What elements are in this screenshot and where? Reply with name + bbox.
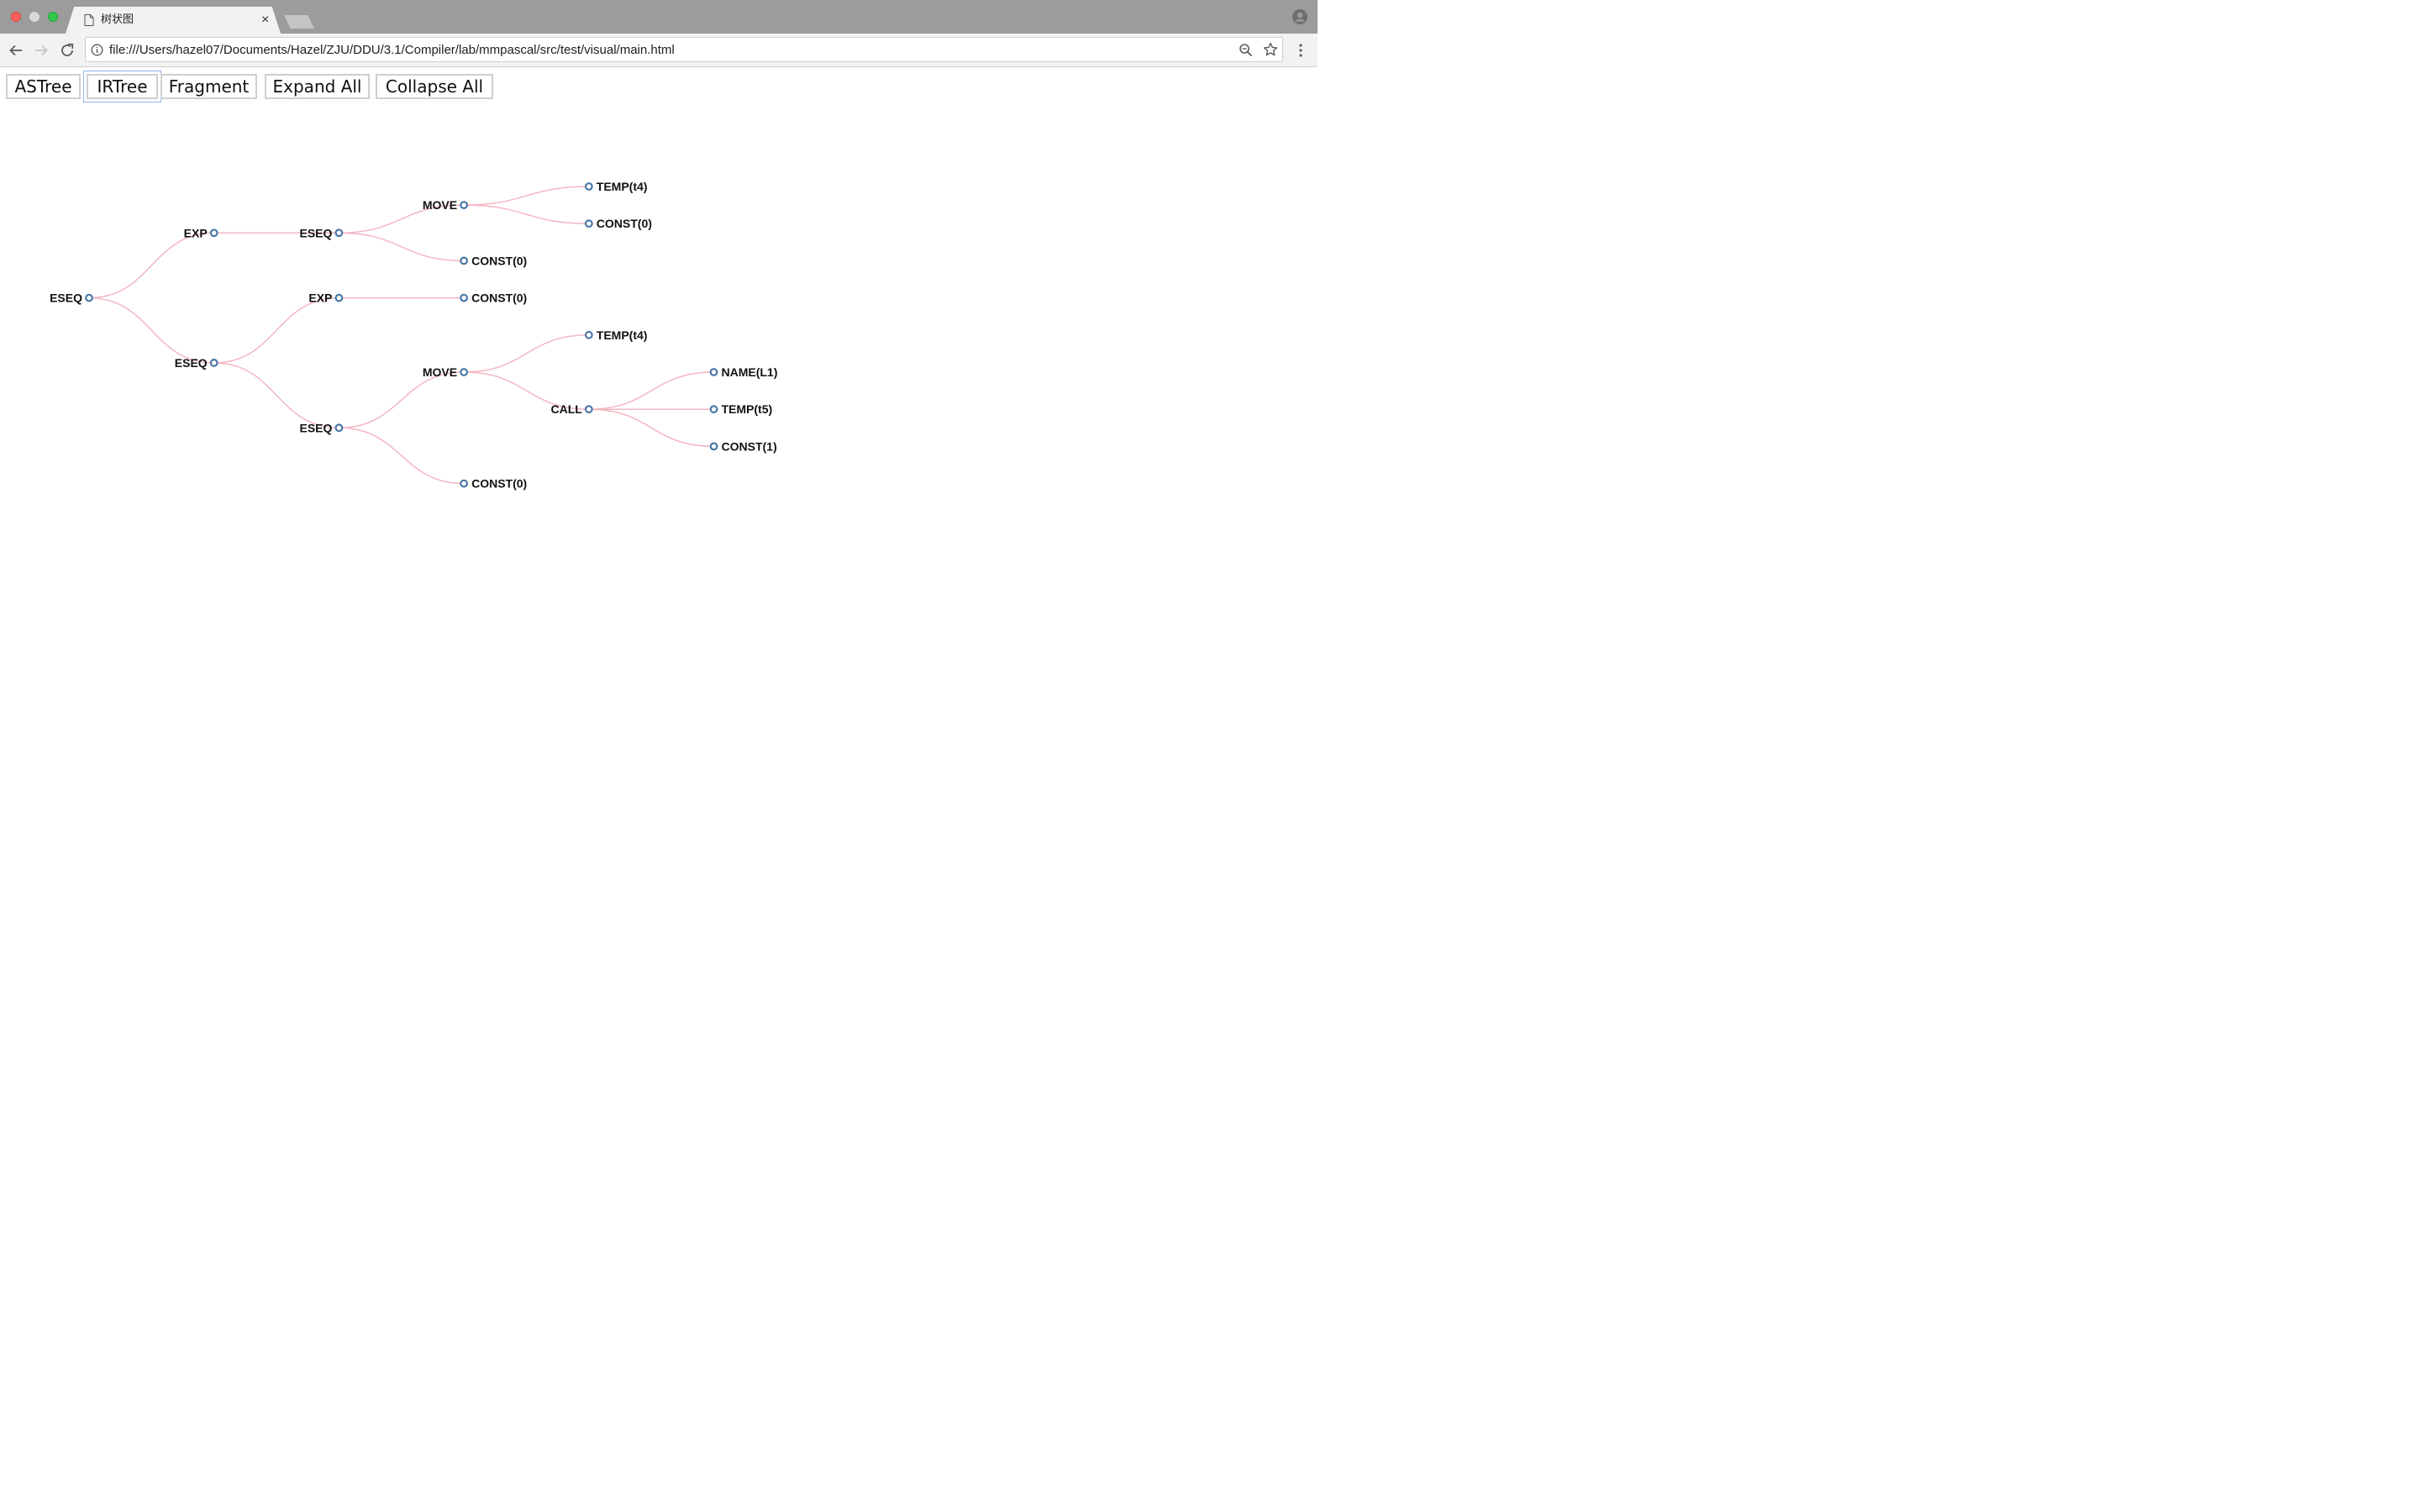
forward-arrow-icon[interactable] — [34, 43, 49, 58]
tree-node-label: NAME(L1) — [722, 365, 778, 379]
ir-tree-diagram: TEMP(t4) CONST(0) MOVE CONST(0) ESEQ EXP CONST… — [50, 180, 777, 491]
window-close-button[interactable] — [11, 12, 21, 22]
tree-node-circle[interactable] — [584, 405, 593, 414]
tree-link — [339, 427, 465, 485]
tree-node-circle[interactable] — [209, 359, 218, 367]
tree-node-circle[interactable] — [334, 423, 344, 433]
tree-node-label: CALL — [550, 402, 582, 416]
tree-node-label: CONST(0) — [597, 217, 652, 230]
tree-node-label: MOVE — [423, 198, 457, 212]
tab-close-button[interactable]: × — [261, 13, 270, 27]
collapse-all-button[interactable]: Collapse All — [376, 74, 493, 99]
tree-link — [339, 232, 465, 262]
tree-link — [464, 204, 589, 224]
tree-node-circle[interactable] — [460, 293, 468, 302]
reload-icon[interactable] — [60, 43, 75, 58]
window-maximize-button[interactable] — [48, 12, 58, 22]
tree-link — [339, 204, 465, 234]
tree-link — [213, 362, 339, 429]
profile-icon[interactable] — [1292, 9, 1307, 24]
kebab-menu-icon[interactable] — [1296, 43, 1306, 58]
tree-node-circle[interactable] — [85, 293, 93, 302]
info-icon[interactable] — [91, 44, 103, 56]
tree-node-circle[interactable] — [584, 219, 593, 228]
tree-node[interactable]: ESEQ — [175, 356, 218, 370]
tree-node-label: CONST(0) — [471, 477, 527, 491]
title-bar: 树状图 × — [0, 0, 1318, 34]
tree-node[interactable]: EXP — [308, 291, 344, 305]
tree-node-circle[interactable] — [460, 201, 468, 210]
tree-node[interactable]: CONST(0) — [460, 477, 527, 491]
tree-node-label: EXP — [184, 226, 208, 239]
tree-link — [588, 371, 714, 410]
tree-node-label: CONST(1) — [722, 439, 777, 453]
url-text[interactable]: file:///Users/hazel07/Documents/Hazel/ZJ… — [109, 43, 675, 57]
tree-node-label: ESEQ — [299, 421, 332, 434]
tree-links — [88, 186, 714, 485]
tree-node-label: CONST(0) — [471, 291, 527, 305]
tree-node-circle[interactable] — [584, 182, 593, 191]
tree-node[interactable]: NAME(L1) — [709, 365, 778, 379]
address-bar[interactable] — [85, 37, 1283, 62]
tree-node-circle[interactable] — [709, 405, 718, 414]
fragment-button[interactable]: Fragment — [160, 74, 257, 99]
tree-node-circle[interactable] — [460, 256, 468, 265]
tree-node[interactable]: CONST(1) — [709, 439, 777, 453]
back-arrow-icon[interactable] — [8, 43, 24, 58]
tree-node[interactable]: MOVE — [423, 198, 468, 212]
tree-node[interactable]: CONST(0) — [460, 254, 527, 267]
tree-node[interactable]: CALL — [550, 402, 593, 416]
tree-node-circle[interactable] — [709, 442, 718, 451]
tree-node[interactable]: ESEQ — [50, 291, 93, 305]
tree-node[interactable]: TEMP(t4) — [584, 180, 648, 193]
new-tab-button[interactable] — [284, 15, 314, 29]
tree-node[interactable]: EXP — [184, 226, 218, 239]
tree-node[interactable]: ESEQ — [299, 226, 344, 239]
tree-node-label: CONST(0) — [471, 254, 527, 267]
tree-node-circle[interactable] — [584, 330, 593, 339]
browser-tab[interactable] — [66, 7, 281, 34]
tree-node-label: TEMP(t5) — [722, 402, 773, 416]
tree-link — [88, 232, 214, 299]
tree-node-label: MOVE — [423, 365, 457, 379]
tree-link — [464, 371, 589, 410]
window-minimize-button[interactable] — [29, 12, 39, 22]
tree-link — [588, 408, 714, 448]
astree-button[interactable]: ASTree — [6, 74, 81, 99]
tree-node[interactable]: TEMP(t5) — [709, 402, 773, 416]
star-icon[interactable] — [1263, 42, 1278, 57]
tree-node-circle[interactable] — [709, 368, 718, 376]
tree-link — [464, 186, 589, 206]
tree-node[interactable]: CONST(0) — [460, 291, 527, 305]
page-icon — [84, 14, 94, 26]
tree-link — [464, 334, 589, 373]
tree-node-circle[interactable] — [460, 368, 468, 376]
tab-title: 树状图 — [101, 13, 134, 26]
tree-node-circle[interactable] — [460, 479, 468, 488]
tree-node-circle[interactable] — [209, 228, 218, 238]
tree-node-label: TEMP(t4) — [597, 328, 648, 342]
tree-node[interactable]: TEMP(t4) — [584, 328, 648, 342]
tree-node-label: ESEQ — [175, 356, 208, 370]
irtree-button[interactable]: IRTree — [83, 71, 161, 102]
tree-node[interactable]: CONST(0) — [584, 217, 652, 230]
tree-nodes: TEMP(t4) CONST(0) MOVE CONST(0) ESEQ EXP CONST… — [50, 180, 777, 491]
zoom-icon[interactable] — [1239, 43, 1253, 57]
tree-node-circle[interactable] — [334, 228, 344, 238]
tree-node-label: EXP — [308, 291, 332, 305]
tree-node-label: ESEQ — [299, 226, 332, 239]
tree-link — [213, 297, 339, 364]
tree-node-circle[interactable] — [334, 293, 344, 302]
tree-node-label: TEMP(t4) — [597, 180, 648, 193]
tree-node[interactable]: MOVE — [423, 365, 468, 379]
expand-all-button[interactable]: Expand All — [265, 74, 370, 99]
tree-node-label: ESEQ — [50, 291, 82, 305]
tree-node[interactable]: ESEQ — [299, 421, 344, 434]
tree-link — [88, 297, 214, 364]
tree-link — [339, 371, 465, 429]
